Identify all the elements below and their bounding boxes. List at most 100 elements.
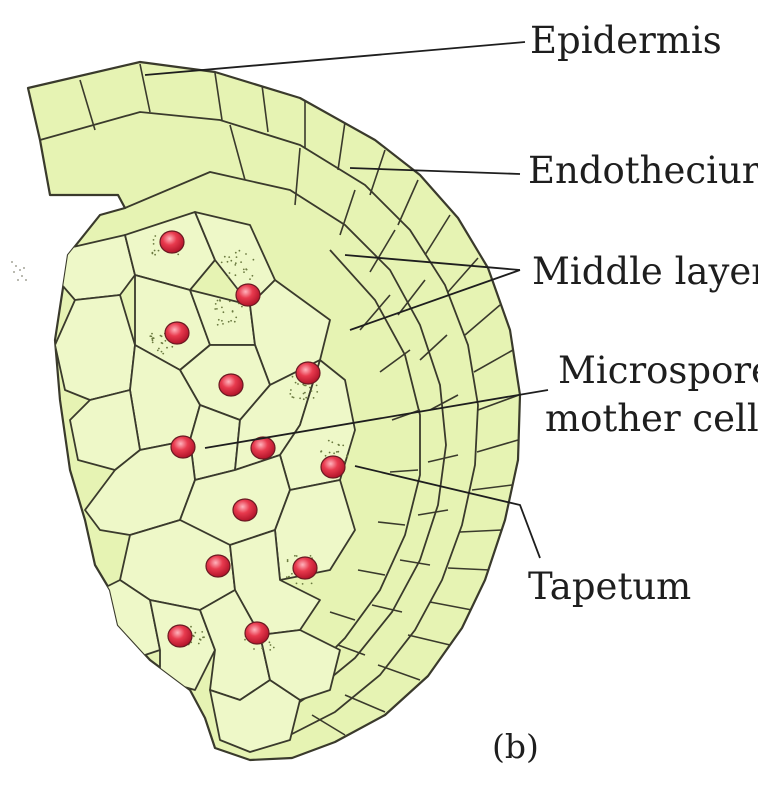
cell-division bbox=[476, 439, 519, 453]
nuclei bbox=[159, 230, 346, 648]
cell-division bbox=[379, 349, 411, 373]
speck-mark bbox=[11, 261, 27, 281]
stipple-dot bbox=[245, 253, 247, 255]
stipple-dot bbox=[227, 275, 230, 278]
nucleus bbox=[232, 498, 258, 522]
cell-division bbox=[397, 179, 419, 226]
stipple-dot bbox=[324, 454, 327, 457]
cell-division bbox=[369, 229, 396, 273]
label-epidermis: Epidermis bbox=[530, 19, 722, 62]
wall-layer-curve bbox=[39, 111, 479, 736]
wall-layer-curve bbox=[124, 171, 447, 723]
cell-division bbox=[459, 529, 503, 533]
stipple-dot bbox=[346, 454, 348, 457]
stipple-dot bbox=[291, 572, 293, 575]
stipple-dot bbox=[220, 261, 223, 264]
stipple-dot bbox=[297, 383, 299, 385]
stipple-dot bbox=[294, 554, 296, 557]
cell-division bbox=[357, 569, 386, 576]
cell-division bbox=[329, 611, 356, 621]
stipple-dot bbox=[156, 349, 159, 352]
stipple-dot bbox=[242, 268, 245, 271]
stipple-dot bbox=[151, 341, 154, 344]
stipple-dot bbox=[222, 311, 225, 314]
stipple-dot bbox=[261, 647, 263, 650]
stipple-dot bbox=[160, 342, 163, 344]
stipple-dot bbox=[328, 451, 331, 454]
cell-division bbox=[407, 634, 451, 646]
stipple-dot bbox=[227, 320, 230, 323]
stipple-dot bbox=[243, 271, 245, 273]
stipple-dot bbox=[214, 308, 217, 310]
stipple-dot bbox=[302, 398, 305, 401]
stipple-dot bbox=[230, 259, 233, 262]
leader-line bbox=[349, 269, 521, 331]
stipple-dot bbox=[320, 450, 322, 453]
stipple-dot bbox=[337, 450, 340, 453]
nucleus bbox=[295, 361, 321, 385]
cell-division bbox=[427, 454, 459, 463]
leader-line bbox=[354, 465, 541, 559]
cell-division bbox=[417, 509, 449, 516]
cell-division bbox=[447, 567, 491, 571]
label-microspore-line1: Microspore bbox=[558, 349, 758, 392]
stipple-dot bbox=[309, 386, 311, 389]
cell-division bbox=[344, 694, 386, 713]
nucleus bbox=[235, 283, 261, 307]
stipple-dot bbox=[286, 559, 289, 561]
stipple-dot bbox=[302, 383, 305, 386]
cell-division bbox=[464, 304, 501, 336]
leader-line bbox=[204, 389, 549, 449]
stipple-dot bbox=[221, 306, 223, 309]
stipple-dot bbox=[299, 397, 301, 400]
stipple-dot bbox=[177, 253, 180, 256]
nucleus bbox=[167, 624, 193, 648]
cell-division bbox=[337, 644, 366, 656]
stipple-dot bbox=[166, 346, 168, 349]
cell-division bbox=[399, 559, 431, 566]
stipple-dot bbox=[286, 560, 289, 563]
stipple-dot bbox=[245, 268, 248, 271]
stipple-dot bbox=[151, 339, 154, 342]
cell-division bbox=[369, 149, 386, 196]
cell-division bbox=[229, 124, 246, 181]
stipple-dot bbox=[292, 396, 295, 399]
stipple-dot bbox=[295, 555, 298, 557]
stipple-dot bbox=[234, 262, 237, 265]
stipple-dot bbox=[309, 555, 312, 557]
nucleus bbox=[244, 621, 270, 645]
stipple-dot bbox=[235, 316, 238, 319]
stipple-dot bbox=[151, 252, 154, 255]
stipple-dot bbox=[160, 350, 163, 353]
stipple-dot bbox=[269, 644, 272, 646]
stipple-dot bbox=[249, 278, 251, 280]
cell-division bbox=[294, 147, 301, 206]
cell-division bbox=[261, 84, 269, 133]
nucleus bbox=[218, 373, 244, 397]
stipple-dot bbox=[268, 641, 271, 644]
cell-division bbox=[419, 334, 448, 361]
cell bbox=[59, 234, 136, 301]
stipple-dot bbox=[216, 299, 219, 302]
stipple-dot bbox=[301, 583, 304, 585]
stipple-dot bbox=[316, 391, 319, 393]
stipple-dot bbox=[233, 320, 236, 323]
stipple-dot bbox=[244, 638, 246, 641]
stipple-dot bbox=[157, 249, 160, 252]
nucleus bbox=[320, 455, 346, 479]
stipple-dot bbox=[241, 305, 243, 308]
cell-division bbox=[389, 469, 419, 473]
nucleus bbox=[164, 321, 190, 345]
stipple-dot bbox=[335, 451, 338, 453]
stipple-dot bbox=[194, 631, 197, 634]
stipple-dot bbox=[154, 253, 157, 256]
stipple-dot bbox=[305, 396, 308, 399]
stipple-dot bbox=[152, 243, 155, 245]
label-microspore-line2: mother cell bbox=[545, 397, 758, 440]
stipple-dot bbox=[291, 375, 294, 378]
stipple-dot bbox=[234, 274, 237, 277]
stipple-dot bbox=[327, 439, 330, 442]
cell-division bbox=[339, 189, 356, 236]
